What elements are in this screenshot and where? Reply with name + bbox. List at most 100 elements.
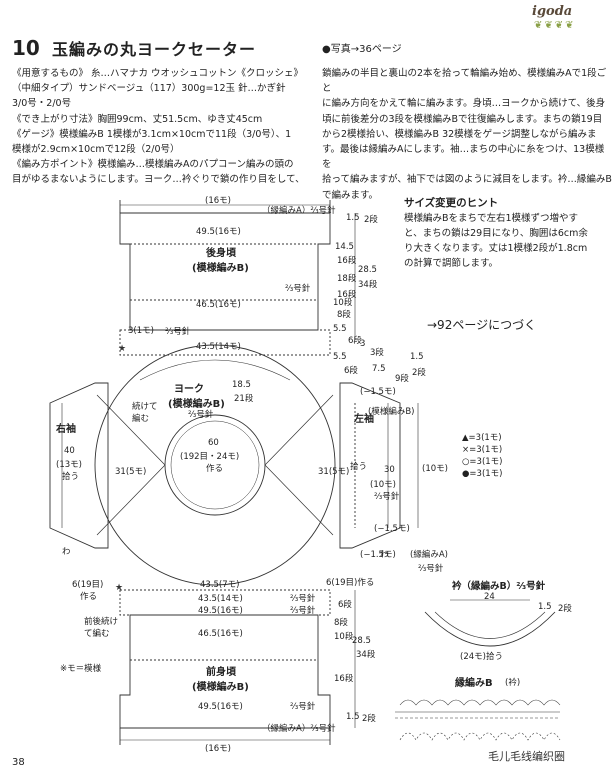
collar-pick: (24モ)拾う xyxy=(460,652,503,662)
brand-logo: igoda xyxy=(532,4,573,19)
method-line: に編み方向をかえて輪に編みます。身頃…ヨークから続けて、後身 xyxy=(322,98,606,110)
left-sleeve-edge-needle: ⅔号針 xyxy=(418,564,444,574)
method-line: す。最後は縁編みAにします。袖…まちの中心に糸をつけ、13模様を xyxy=(322,144,605,171)
back-dim: 18段 xyxy=(337,274,357,284)
front-width-2: 49.5(16モ) xyxy=(198,606,243,616)
edge-b-title: 縁編みB xyxy=(455,678,493,689)
pattern-number: 10 xyxy=(12,36,40,60)
yoke-needle: ⅔号針 xyxy=(188,410,214,420)
left-sleeve-title: 左袖 xyxy=(354,414,374,425)
materials-text: 《用意するもの》 糸…ハマナカ ウオッシュコットン《クロッシェ》 （中細タイプ）… xyxy=(12,66,310,188)
front-width-1: 43.5(14モ) xyxy=(198,594,243,604)
left-sleeve-edge: (縁編みA) xyxy=(410,550,448,560)
left-sleeve-decrease: (−1.5モ) xyxy=(374,524,410,534)
right-sleeve-pick: 拾う xyxy=(62,472,80,482)
method-line: で編みます。 xyxy=(322,189,379,201)
front-title: 前身頃 xyxy=(206,667,236,678)
hint-line: の計算で調節します。 xyxy=(404,258,499,269)
motif-note: ※モ＝模様 xyxy=(60,664,102,674)
materials-line: 《用意するもの》 糸…ハマナカ ウオッシュコットン《クロッシェ》 xyxy=(12,68,304,79)
front-machi-left: 6(19目) xyxy=(72,580,104,590)
front-edge-a: （縁編みA）⅔号針 xyxy=(262,724,336,734)
right-sleeve-ring: わ xyxy=(62,547,71,557)
left-sleeve-height: 30 xyxy=(384,465,395,475)
back-width-2: 46.5(16モ) xyxy=(196,300,241,310)
materials-line: （中細タイプ）サンドベージュ（117）300g=12玉 針…かぎ針 xyxy=(12,83,286,95)
hint-line: と、まちの鎖は29目になり、胸囲は6cm余 xyxy=(404,228,588,239)
back-dim: 3 xyxy=(360,339,366,349)
back-width-1: 49.5(16モ) xyxy=(196,227,241,237)
symbol-legend: ▲=3(1モ) ×=3(1モ) ○=3(1モ) ●=3(1モ) xyxy=(462,432,503,480)
back-dim: 14.5 xyxy=(335,242,354,252)
materials-line: 《ゲージ》模様編みB 1模様が3.1cm×10cmで11段（3/0号）、1 xyxy=(12,128,292,140)
front-width-3: 46.5(16モ) xyxy=(198,629,243,639)
collar-width: 24 xyxy=(484,592,495,602)
neck-circumference: 60 xyxy=(208,438,219,448)
front-pattern: (模様編みB) xyxy=(192,682,249,693)
left-sleeve-dim: 9段 xyxy=(395,374,409,384)
front-needle-3: ⅔号針 xyxy=(290,702,316,712)
logo-leaves-icon: ❦❦❦❦ xyxy=(534,20,576,31)
collar-title: 衿（縁編みB）⅔号針 xyxy=(452,581,546,592)
continue-note: →92ページにつづく xyxy=(427,318,537,332)
right-sleeve-width: 40 xyxy=(64,446,75,456)
page-number: 38 xyxy=(12,757,25,768)
front-bottom-width: (16モ) xyxy=(205,744,231,754)
left-sleeve-outline xyxy=(339,382,401,549)
front-dim: 8段 xyxy=(334,618,348,628)
left-sleeve-needle: ⅔号針 xyxy=(374,492,400,502)
front-dim: 10段 xyxy=(334,632,354,642)
star-marker-front: ★ xyxy=(115,583,123,593)
page-title: 玉編みの丸ヨークセーター xyxy=(52,40,257,59)
front-width-4: 49.5(16モ) xyxy=(198,702,243,712)
back-needle-1: ⅔号針 xyxy=(285,284,311,294)
star-marker-left: ★ xyxy=(118,344,126,354)
yoke-continue: 続けて編む xyxy=(132,402,158,424)
yoke-pattern: (模様編みB) xyxy=(168,399,225,410)
back-dim: 1.5 xyxy=(346,213,360,223)
back-dim: 6段 xyxy=(348,336,362,346)
yoke-side-right: 31(5モ) xyxy=(318,467,350,477)
legend-item: ●=3(1モ) xyxy=(462,469,503,479)
legend-item: ×=3(1モ) xyxy=(462,445,503,455)
front-dim: 1.5 xyxy=(346,712,360,722)
yoke-title: ヨーク xyxy=(174,384,204,395)
back-pattern: (模様編みB) xyxy=(192,263,249,274)
back-dim: 10段 xyxy=(333,298,353,308)
materials-line: 目がゆるまないようにします。ヨーク…衿ぐりで鎖の作り目をして、 xyxy=(12,174,305,186)
materials-line: 《でき上がり寸法》胸囲99cm、丈51.5cm、ゆき丈45cm xyxy=(12,113,263,125)
legend-item: ○=3(1モ) xyxy=(462,457,503,467)
method-line: 鎖編みの半目と裏山の2本を拾って輪編み始め、模様編みAで1段ごと xyxy=(322,68,607,95)
method-line: 拾って編みますが、袖下では図のように減目をします。衿…縁編みB xyxy=(322,174,612,186)
yoke-height: 18.5 xyxy=(232,380,251,390)
hint-line: 模様編みBをまちで左右1模様ずつ増やす xyxy=(404,213,579,224)
back-dim: 8段 xyxy=(337,310,351,320)
collar-height: 1.5 xyxy=(538,602,552,612)
front-needle-2: ⅔号針 xyxy=(290,606,316,616)
method-line: 頃に前後差分の3段を模様編みBで往復編みします。まちの鎖19目 xyxy=(322,113,603,125)
left-sleeve-pattern: (模様編みB) xyxy=(368,407,415,417)
right-sleeve-motif: (13モ) xyxy=(56,460,82,470)
back-dim: 16段 xyxy=(337,256,357,266)
right-sleeve-title: 右袖 xyxy=(56,424,76,435)
yoke-bottom-width: 43.5(7モ) xyxy=(200,580,240,590)
back-dim: 16段 xyxy=(337,290,357,300)
front-needle-1: ⅔号針 xyxy=(290,594,316,604)
materials-line: 《編み方ポイント》模様編み…模様編みAのパプコーン編みの頭の xyxy=(12,159,294,171)
neck-stitches: (192目・24モ) xyxy=(180,452,240,462)
back-title: 後身頃 xyxy=(206,248,236,259)
back-dim: 28.5 xyxy=(358,265,377,275)
yoke-side-left: 31(5モ) xyxy=(115,467,147,477)
edge-b-sub: (衿) xyxy=(505,678,521,688)
yoke-rows: 21段 xyxy=(234,394,254,404)
left-sleeve-decrease: (−1.5モ) xyxy=(360,387,396,397)
front-dim: 6段 xyxy=(338,600,352,610)
left-sleeve-width: (10モ) xyxy=(370,480,396,490)
back-dim: 5.5 xyxy=(333,324,347,334)
left-sleeve-dim: 2段 xyxy=(412,368,426,378)
left-sleeve-dim: 1.5 xyxy=(410,352,424,362)
collar-rows: 2段 xyxy=(558,604,572,614)
hint-title: サイズ変更のヒント xyxy=(404,197,499,209)
front-dim: 2段 xyxy=(362,714,376,724)
